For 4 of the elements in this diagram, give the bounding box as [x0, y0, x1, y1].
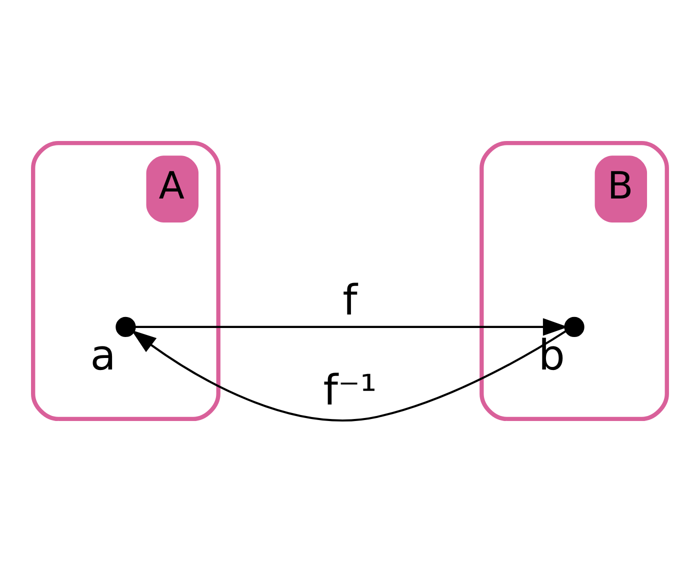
node-label: a: [90, 330, 116, 380]
node-label: b: [538, 330, 565, 380]
edge-label: f: [342, 275, 358, 324]
edge-label: f⁻¹: [323, 365, 377, 414]
